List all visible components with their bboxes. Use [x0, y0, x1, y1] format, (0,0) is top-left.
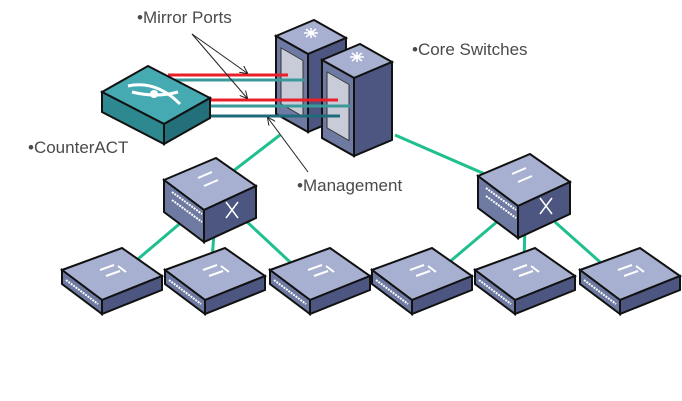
link-dist-acc6: [554, 220, 601, 264]
label-counteract: •CounterACT: [28, 138, 129, 157]
access-switch-4: [371, 247, 473, 315]
label-core-switches: •Core Switches: [412, 40, 528, 59]
access-switch-2: [164, 247, 266, 315]
label-management: •Management: [297, 176, 403, 195]
access-switch-5: [474, 247, 576, 315]
counteract-appliance: [99, 64, 213, 146]
label-mirror-ports: •Mirror Ports: [137, 8, 232, 27]
link-dist-acc3: [243, 218, 292, 264]
annotation-arrows: [191, 33, 309, 173]
access-switch-1: [61, 247, 163, 315]
mirror-cables: [168, 73, 350, 118]
distribution-switch-left: [163, 157, 257, 243]
